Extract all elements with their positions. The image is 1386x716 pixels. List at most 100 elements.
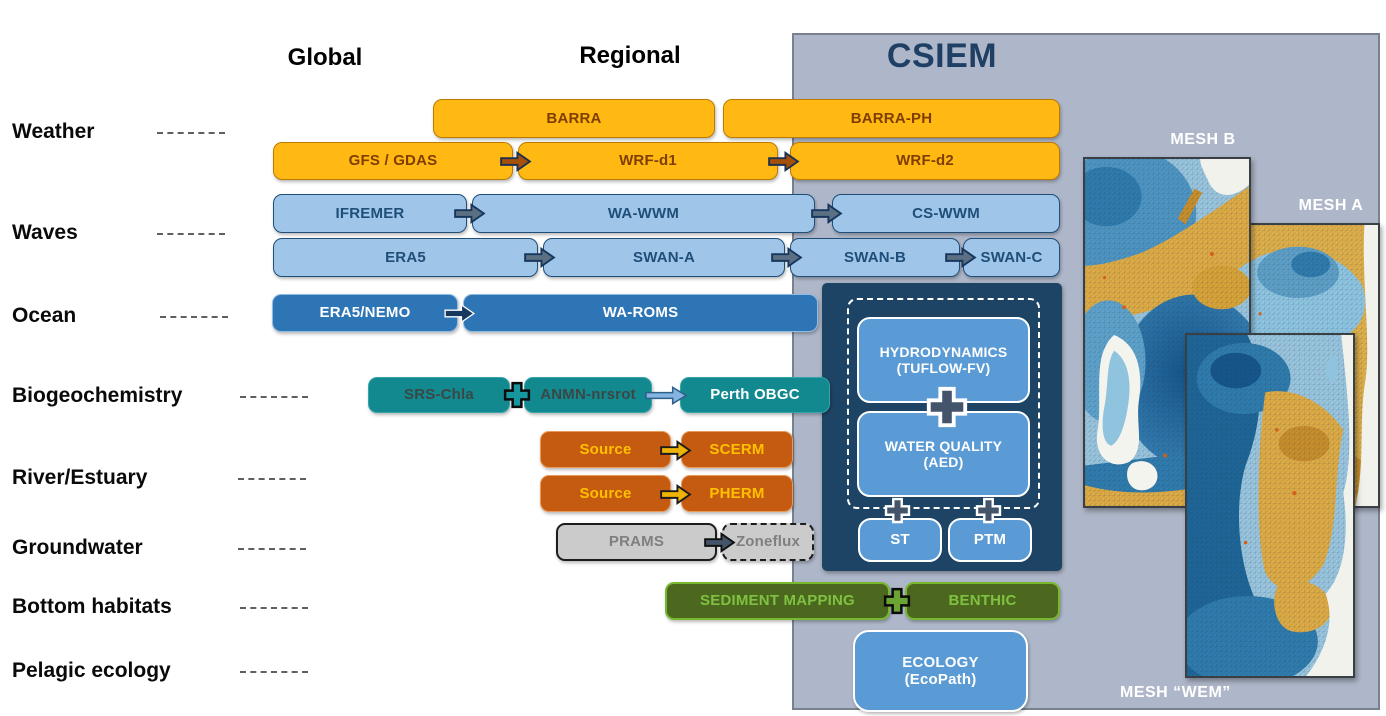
row-label-pelagic-ecology: Pelagic ecology	[12, 659, 171, 682]
node-label: HYDRODYNAMICS	[879, 343, 1008, 360]
node-label: BARRA	[546, 109, 602, 127]
node-label: PHERM	[709, 484, 765, 502]
row-label-river-estuary: River/Estuary	[12, 466, 148, 489]
node-label: SEDIMENT MAPPING	[700, 592, 855, 610]
node-label: WRF-d1	[619, 152, 677, 170]
node-label: SRS-Chla	[404, 386, 474, 404]
node-label: PRAMS	[608, 533, 665, 551]
node-label: WA-WWM	[607, 204, 680, 222]
arrow-prams-to-zoneflux-icon	[703, 531, 736, 554]
node-era5: ERA5	[273, 238, 538, 277]
node-prams: PRAMS	[556, 523, 717, 561]
node-swan-a: SWAN-A	[543, 238, 785, 277]
node-label: ERA5/NEMO	[319, 304, 411, 322]
node-label: IFREMER	[335, 204, 405, 222]
mesh-a-label: MESH A	[1298, 197, 1364, 214]
node-label: ECOLOGY	[902, 653, 979, 671]
mesh-b-label: MESH B	[1170, 131, 1236, 148]
node-swan-b: SWAN-B	[790, 238, 960, 277]
node-label: ST	[890, 531, 910, 549]
node-source-scerm: Source	[540, 431, 671, 468]
node-hydrodynamics: HYDRODYNAMICS (TUFLOW-FV)	[857, 317, 1030, 403]
arrow-era5-to-swana-icon	[523, 246, 556, 269]
node-wrf-d1: WRF-d1	[518, 142, 778, 180]
node-gfs-gdas: GFS / GDAS	[273, 142, 513, 180]
node-barra-ph: BARRA-PH	[723, 99, 1060, 138]
node-perth-obgc: Perth OBGC	[680, 377, 830, 413]
arrow-ifremer-to-wawwm-icon	[453, 202, 486, 225]
row-dash	[238, 478, 306, 480]
node-sublabel: (TUFLOW-FV)	[896, 360, 991, 376]
node-label: Zoneflux	[735, 533, 801, 551]
node-label: SWAN-A	[632, 248, 696, 266]
row-dash	[240, 607, 308, 609]
header-regional: Regional	[579, 42, 681, 69]
node-srs-chla: SRS-Chla	[368, 377, 510, 413]
row-dash	[240, 396, 308, 398]
arrow-nemo-to-waroms-icon	[443, 302, 476, 325]
arrow-swanb-to-swanc-icon	[944, 246, 977, 269]
node-scerm: SCERM	[681, 431, 793, 468]
node-sublabel: (AED)	[923, 454, 964, 470]
node-label: ANMN-nrsrot	[540, 386, 636, 404]
mesh-wem-label: MESH “WEM”	[1120, 684, 1231, 701]
node-label: CS-WWM	[912, 204, 980, 222]
node-source-pherm: Source	[540, 475, 671, 512]
row-label-ocean: Ocean	[12, 304, 77, 327]
mesh-b-image	[1083, 157, 1251, 508]
arrow-swana-to-swanb-icon	[770, 246, 803, 269]
arrow-source-to-pherm-icon	[659, 483, 692, 506]
node-wrf-d2: WRF-d2	[790, 142, 1060, 180]
node-label: GFS / GDAS	[348, 152, 438, 170]
node-sediment-mapping: SEDIMENT MAPPING	[665, 582, 890, 620]
node-label: SCERM	[709, 440, 765, 458]
node-sublabel: (EcoPath)	[904, 671, 977, 688]
node-era5-nemo: ERA5/NEMO	[272, 294, 458, 332]
node-barra: BARRA	[433, 99, 715, 138]
node-wa-roms: WA-ROMS	[463, 294, 818, 332]
habitat-merge-plus-icon	[882, 586, 912, 616]
node-ifremer: IFREMER	[273, 194, 467, 233]
node-st: ST	[858, 518, 942, 562]
node-label: WRF-d2	[896, 152, 954, 170]
row-label-waves: Waves	[12, 221, 78, 244]
node-label: WA-ROMS	[602, 304, 679, 322]
row-dash	[157, 233, 225, 235]
row-dash	[157, 132, 225, 134]
row-label-biogeochemistry: Biogeochemistry	[12, 384, 183, 407]
node-label: Perth OBGC	[710, 386, 800, 404]
arrow-gfs-to-wrfd1-icon	[499, 150, 532, 173]
coupling-plus-icon	[924, 384, 970, 430]
node-pherm: PHERM	[681, 475, 793, 512]
row-label-groundwater: Groundwater	[12, 536, 143, 559]
st-coupling-plus-icon	[883, 496, 912, 525]
ptm-coupling-plus-icon	[974, 496, 1003, 525]
arrow-wrfd1-to-wrfd2-icon	[767, 150, 800, 173]
node-label: SWAN-B	[843, 248, 907, 266]
node-label: BARRA-PH	[850, 109, 933, 127]
node-label: ERA5	[385, 248, 426, 266]
row-dash	[240, 671, 308, 673]
obs-merge-plus-icon	[502, 380, 532, 410]
row-label-weather: Weather	[12, 120, 95, 143]
mesh-wem-image	[1185, 333, 1355, 678]
coupled-model-dashed-outline	[847, 298, 1040, 509]
row-dash	[238, 548, 306, 550]
header-csiem: CSIEM	[886, 37, 998, 75]
row-label-bottom-habitats: Bottom habitats	[12, 595, 172, 618]
node-anmn-nrsrot: ANMN-nrsrot	[524, 377, 652, 413]
node-ecology-ecopath: ECOLOGY (EcoPath)	[853, 630, 1028, 712]
node-label: PTM	[973, 531, 1007, 549]
node-label: Source	[579, 484, 632, 502]
header-global: Global	[287, 44, 363, 71]
row-dash	[160, 316, 228, 318]
node-label: WATER QUALITY	[884, 437, 1003, 454]
node-label: BENTHIC	[948, 592, 1017, 610]
node-label: Source	[579, 440, 632, 458]
arrow-wawwm-to-cswwm-icon	[810, 202, 843, 225]
arrow-anmn-to-perthobgc-icon	[644, 384, 688, 407]
node-ptm: PTM	[948, 518, 1032, 562]
node-cs-wwm: CS-WWM	[832, 194, 1060, 233]
node-swan-c: SWAN-C	[963, 238, 1060, 277]
